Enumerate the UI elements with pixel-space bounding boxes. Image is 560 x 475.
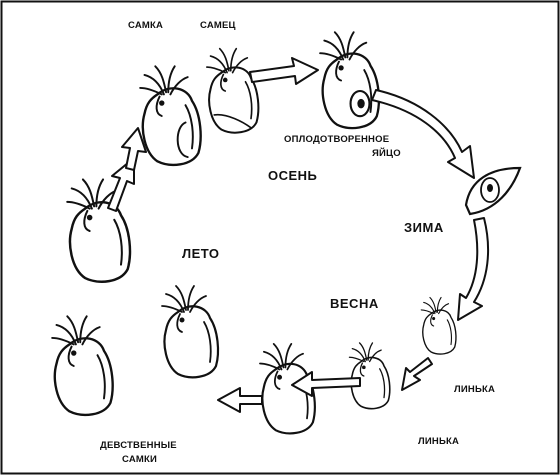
label-virgin-females-1: ДЕВСТВЕННЫЕ [100,440,177,451]
label-male: САМЕЦ [200,20,236,31]
juvenile-2 [349,343,389,409]
parthenogenetic-female-3 [52,316,112,415]
label-summer: ЛЕТО [182,246,220,261]
parthenogenetic-female-2 [162,286,218,377]
label-spring: ВЕСНА [330,296,379,311]
arrow-summer-1 [218,388,262,412]
juvenile-1 [421,297,456,354]
label-winter: ЗИМА [404,220,444,235]
label-molt-2: ЛИНЬКА [418,436,459,447]
male-daphnia [207,49,259,133]
label-autumn: ОСЕНЬ [268,168,317,183]
arrow-winter-to-spring [458,218,488,320]
label-virgin-females-2: САМКИ [122,454,157,465]
label-molt-1: ЛИНЬКА [454,384,495,395]
arrow-mating-to-egg [250,58,318,84]
arrow-spring-molt-1 [402,358,432,390]
label-female: САМКА [128,20,163,31]
label-fertilized-egg-2: ЯЙЦО [372,147,401,159]
female-daphnia [140,66,200,165]
label-fertilized-egg-1: ОПЛОДОТВОРЕННОЕ [284,134,389,145]
female-with-fertilized-egg [320,32,379,128]
